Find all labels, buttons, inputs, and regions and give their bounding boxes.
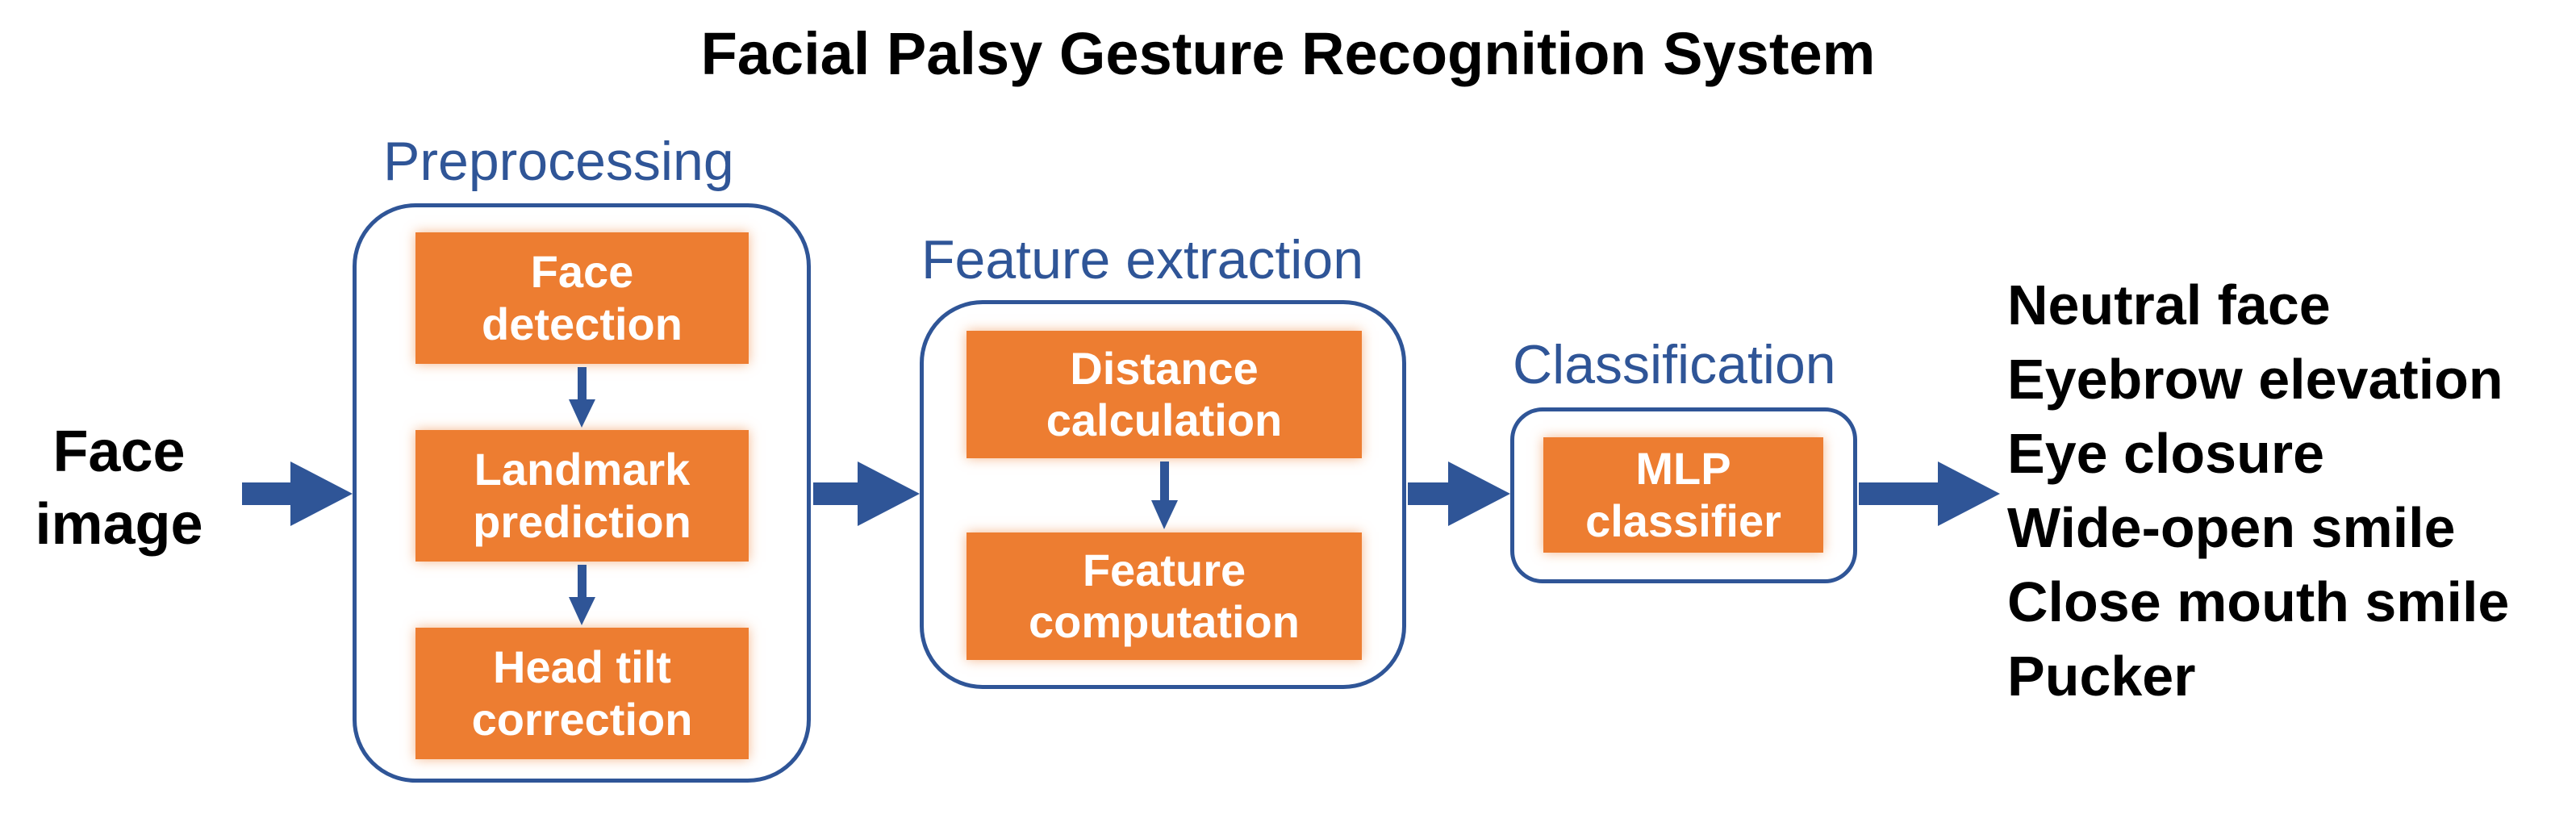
arrow-input-to-preprocessing bbox=[242, 461, 353, 526]
output-item: Close mouth smile bbox=[2007, 570, 2510, 633]
process-face-detection: Face detection bbox=[415, 232, 749, 364]
process-label-line1: Feature bbox=[1082, 544, 1246, 595]
arrow-classification-to-output bbox=[1859, 461, 2000, 526]
stage-label-feature-extraction: Feature extraction bbox=[921, 229, 1364, 290]
process-label-line2: computation bbox=[1029, 596, 1300, 647]
output-item: Pucker bbox=[2007, 645, 2196, 708]
stage-label-classification: Classification bbox=[1513, 334, 1836, 395]
arrow-feature-extraction-to-classification bbox=[1408, 461, 1510, 526]
process-label-line2: detection bbox=[482, 298, 683, 349]
process-label-line1: Distance bbox=[1070, 342, 1259, 394]
output-gesture-list: Neutral face Eyebrow elevation Eye closu… bbox=[2007, 268, 2509, 713]
stage-label-preprocessing: Preprocessing bbox=[383, 131, 734, 192]
output-item: Neutral face bbox=[2007, 274, 2331, 336]
process-distance-calculation: Distance calculation bbox=[967, 331, 1362, 458]
output-item: Eyebrow elevation bbox=[2007, 348, 2503, 411]
process-head-tilt-correction: Head tilt correction bbox=[415, 628, 749, 759]
diagram-title: Facial Palsy Gesture Recognition System bbox=[700, 20, 1876, 87]
arrow-preprocessing-to-feature-extraction bbox=[813, 461, 920, 526]
arrow-down-face-detection bbox=[569, 367, 595, 428]
process-mlp-classifier: MLP classifier bbox=[1543, 437, 1823, 553]
arrow-down-distance-calculation bbox=[1151, 461, 1178, 529]
process-landmark-prediction: Landmark prediction bbox=[415, 430, 749, 562]
process-label-line2: classifier bbox=[1585, 495, 1781, 546]
process-label-line1: MLP bbox=[1635, 443, 1731, 495]
process-label-line1: Face bbox=[530, 246, 634, 298]
arrow-down-landmark-prediction bbox=[569, 565, 595, 625]
process-label-line2: calculation bbox=[1046, 395, 1283, 445]
process-label-line1: Head tilt bbox=[493, 641, 671, 693]
input-label-line1: Face bbox=[52, 420, 186, 484]
input-label-line2: image bbox=[35, 492, 203, 557]
process-label-line2: correction bbox=[471, 693, 693, 745]
output-item: Wide-open smile bbox=[2007, 496, 2456, 559]
process-label-line1: Landmark bbox=[474, 444, 691, 495]
process-label-line2: prediction bbox=[473, 495, 691, 547]
process-feature-computation: Feature computation bbox=[967, 532, 1362, 660]
input-label: Face image bbox=[8, 416, 230, 561]
output-item: Eye closure bbox=[2007, 422, 2324, 485]
